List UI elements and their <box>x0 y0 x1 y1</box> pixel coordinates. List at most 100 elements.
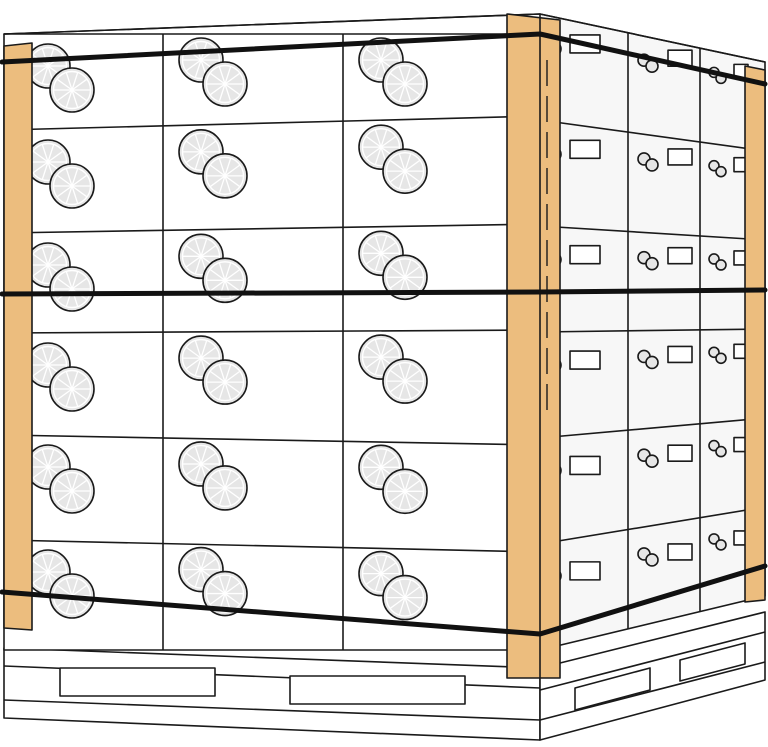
orange-segment <box>380 42 388 61</box>
orange-segment <box>366 573 382 585</box>
orange-segment <box>47 449 55 468</box>
orange-segment <box>71 78 87 91</box>
orange-slice-icon <box>202 153 248 199</box>
orange-segment <box>398 259 406 278</box>
orange-pith <box>205 261 245 300</box>
side-orange-icon <box>645 553 659 567</box>
orange-segment <box>47 455 63 468</box>
corner-board-left <box>3 42 33 631</box>
pallet-side-deck-line <box>539 631 766 691</box>
orange-segment <box>404 597 412 615</box>
orange-segment <box>186 59 202 72</box>
orange-segment <box>210 175 226 187</box>
orange-segment <box>380 339 388 358</box>
orange-pith <box>361 554 401 593</box>
orange-segment <box>200 340 208 359</box>
orange-segment <box>65 473 73 492</box>
orange-segment <box>404 160 420 172</box>
orange-segment <box>398 597 406 615</box>
orange-segment <box>57 479 73 492</box>
orange-segment <box>224 364 232 383</box>
orange-slice-icon <box>49 266 95 312</box>
orange-segment <box>224 470 232 489</box>
orange-segment <box>47 347 55 366</box>
orange-segment <box>374 573 382 591</box>
orange-segment <box>366 59 382 72</box>
orange-segment <box>404 83 420 96</box>
orange-segment <box>218 576 226 594</box>
orange-segment <box>224 263 232 281</box>
orange-segment <box>404 380 420 393</box>
orange-segment <box>194 463 202 482</box>
orange-segment <box>71 185 87 198</box>
orange-segment <box>57 89 73 102</box>
orange-segment <box>71 490 79 509</box>
orange-segment <box>41 466 49 485</box>
orange-segment <box>366 48 382 61</box>
orange-segment <box>380 345 396 358</box>
orange-segment <box>398 66 406 85</box>
orange-slice-icon <box>202 570 248 617</box>
orange-segment <box>65 490 73 509</box>
orange-segment <box>210 279 226 292</box>
corner-board-front-right <box>506 13 561 679</box>
orange-segment <box>71 388 87 401</box>
orange-segment <box>194 357 202 376</box>
orange-segment <box>218 66 226 85</box>
orange-segment <box>47 253 63 266</box>
orange-segment <box>186 569 202 581</box>
orange-segment <box>390 83 406 96</box>
label-rectangle-icon <box>569 455 601 476</box>
orange-segment <box>224 487 240 500</box>
orange-segment <box>33 264 49 277</box>
side-row-divider <box>539 328 766 333</box>
orange-segment <box>71 271 79 290</box>
orange-segment <box>41 554 49 573</box>
strap-top <box>0 31 768 87</box>
strap-bottom <box>0 563 768 637</box>
orange-segment <box>390 480 406 492</box>
orange-pith <box>181 237 221 276</box>
orange-slice-icon <box>382 358 428 404</box>
orange-pith <box>181 338 221 378</box>
side-orange-icon <box>645 256 659 271</box>
orange-segment <box>71 168 79 187</box>
orange-segment <box>404 66 412 85</box>
orange-slice-icon <box>382 574 428 621</box>
orange-slice-icon <box>49 67 95 113</box>
orange-slice-icon <box>382 468 428 515</box>
orange-segment <box>398 580 406 598</box>
orange-segment <box>47 554 55 573</box>
orange-pith <box>52 369 92 409</box>
orange-segment <box>224 158 232 177</box>
orange-segment <box>200 552 208 570</box>
orange-segment <box>224 175 240 187</box>
orange-segment <box>57 388 73 401</box>
orange-segment <box>65 371 73 390</box>
orange-segment <box>33 571 49 584</box>
orange-segment <box>33 455 49 468</box>
orange-segment <box>224 476 240 489</box>
side-orange-icon <box>715 352 727 365</box>
orange-slice-icon <box>382 61 428 107</box>
orange-segment <box>390 170 406 183</box>
orange-segment <box>57 377 73 390</box>
orange-segment <box>366 356 382 369</box>
front-row-divider <box>3 329 541 334</box>
orange-segment <box>186 452 202 465</box>
orange-segment <box>71 578 79 597</box>
orange-segment <box>224 175 232 194</box>
orange-segment <box>224 279 240 292</box>
orange-segment <box>380 556 388 574</box>
orange-segment <box>194 446 202 465</box>
orange-segment <box>65 89 73 108</box>
orange-pith <box>361 337 401 377</box>
orange-segment <box>374 450 382 468</box>
orange-segment <box>33 353 49 366</box>
orange-pith <box>52 70 92 110</box>
orange-segment <box>224 582 240 595</box>
orange-segment <box>65 72 73 91</box>
orange-segment <box>398 153 406 172</box>
orange-segment <box>210 476 226 489</box>
orange-segment <box>218 263 226 281</box>
